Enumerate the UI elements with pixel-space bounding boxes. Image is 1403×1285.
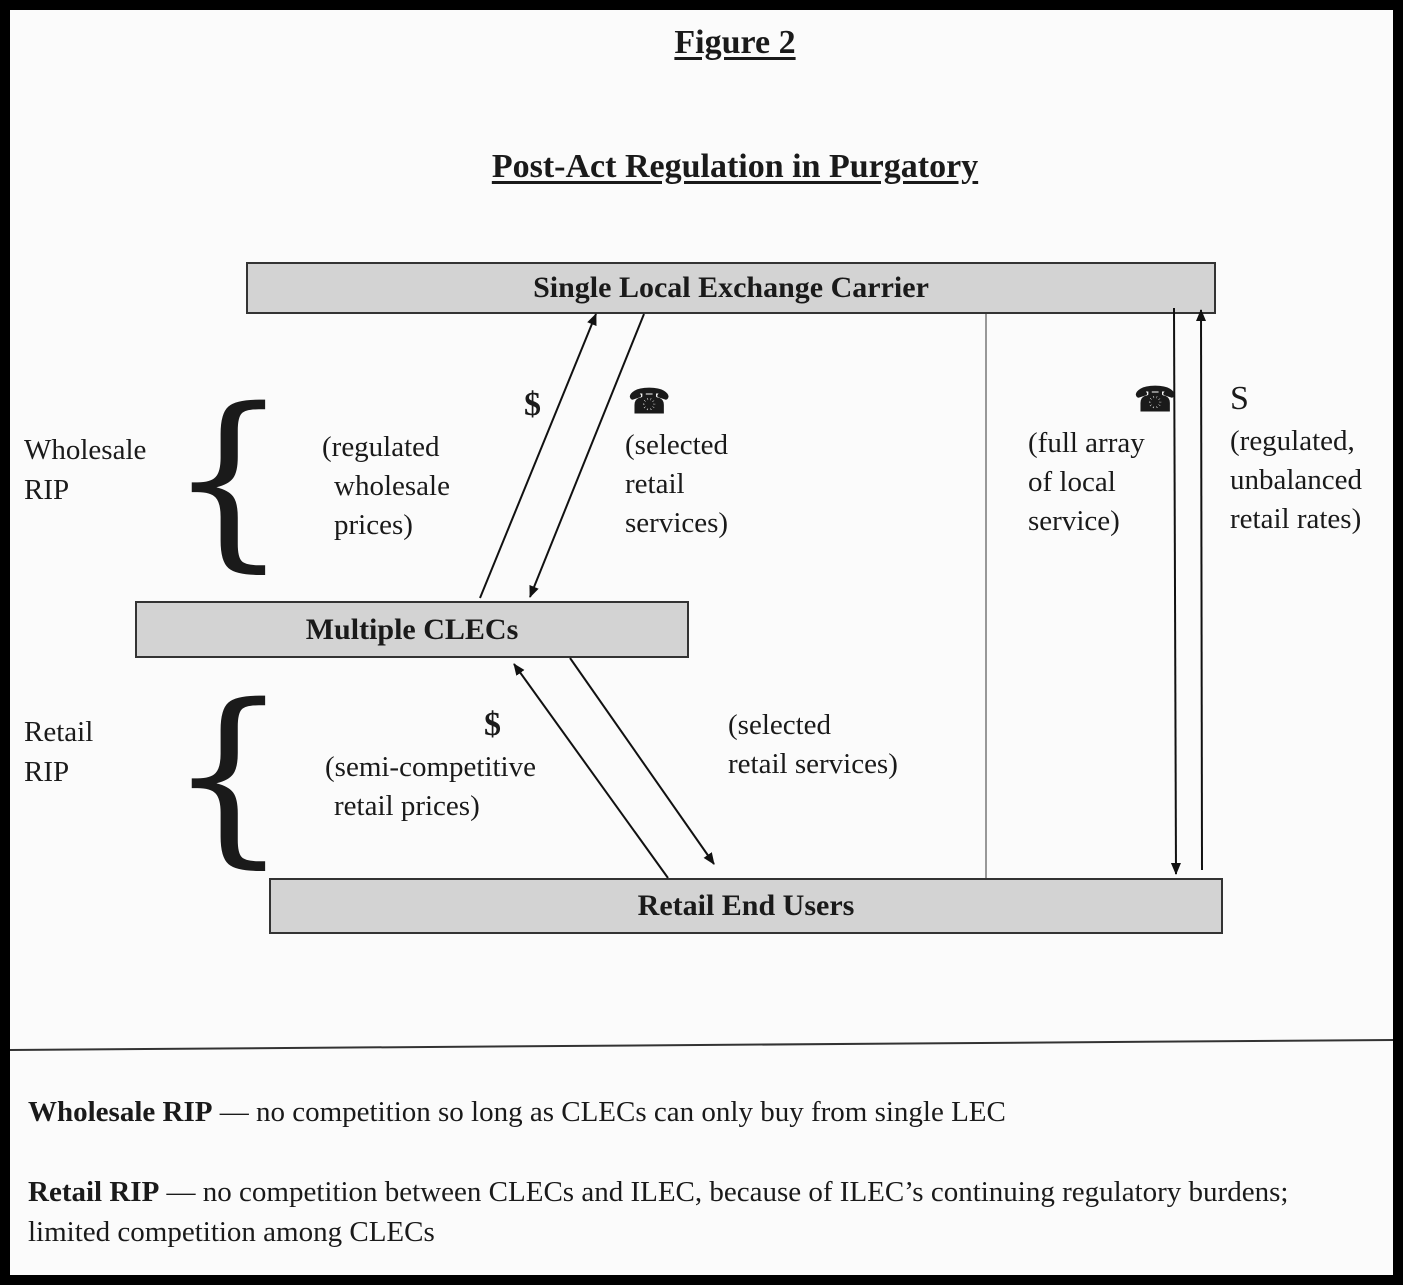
retail-money-label: (semi-competitive retail prices) (325, 751, 536, 822)
multiple-clecs-box: Multiple CLECs (135, 601, 689, 658)
retail-brace: { (168, 664, 289, 885)
single-lec-box: Single Local Exchange Carrier (246, 262, 1216, 314)
multiple-clecs-label: Multiple CLECs (305, 612, 519, 646)
retail-service-label: (selected retail services) (728, 709, 898, 780)
legend-retail-rip: Retail RIP — no competition between CLEC… (28, 1172, 1368, 1252)
direct-service-label: (full array of local service) (1028, 427, 1145, 537)
clecs-to-lec-money-arrow (479, 313, 597, 599)
retail-money-symbol: $ (484, 706, 501, 743)
wholesale-money-label: (regulated wholesale prices) (322, 431, 450, 541)
retail-rip-label: Retail RIP (24, 716, 94, 788)
legend-wholesale-text: — no competition so long as CLECs can on… (212, 1096, 1006, 1128)
wholesale-phone-icon: ☎ (628, 384, 671, 421)
legend-separator (9, 1039, 1394, 1051)
legend-wholesale-rip: Wholesale RIP — no competition so long a… (28, 1092, 1368, 1132)
figure-number: Figure 2 (674, 24, 796, 61)
figure-title: Post-Act Regulation in Purgatory (491, 148, 979, 185)
lec-to-clecs-service-arrow (529, 313, 645, 598)
legend-retail-text: — no competition between CLECs and ILEC,… (28, 1176, 1289, 1248)
direct-money-label: (regulated, unbalanced retail rates) (1230, 425, 1363, 535)
legend-wholesale-term: Wholesale RIP (28, 1096, 213, 1128)
wholesale-brace: { (168, 368, 289, 589)
users-to-clecs-money-arrow (513, 663, 669, 879)
wholesale-money-symbol: $ (524, 386, 541, 423)
single-lec-label: Single Local Exchange Carrier (533, 271, 929, 304)
users-to-lec-money-arrow (1196, 309, 1207, 871)
wholesale-service-label: (selected retail services) (625, 429, 729, 539)
clecs-to-users-service-arrow (569, 657, 715, 865)
lec-to-users-service-arrow (1170, 307, 1181, 875)
retail-end-users-label: Retail End Users (637, 889, 855, 922)
wholesale-rip-label: Wholesale RIP (24, 434, 147, 506)
retail-end-users-box: Retail End Users (269, 878, 1223, 934)
direct-phone-icon: ☎ (1134, 382, 1177, 419)
legend-retail-term: Retail RIP (28, 1176, 160, 1208)
direct-money-symbol: S (1230, 380, 1249, 417)
